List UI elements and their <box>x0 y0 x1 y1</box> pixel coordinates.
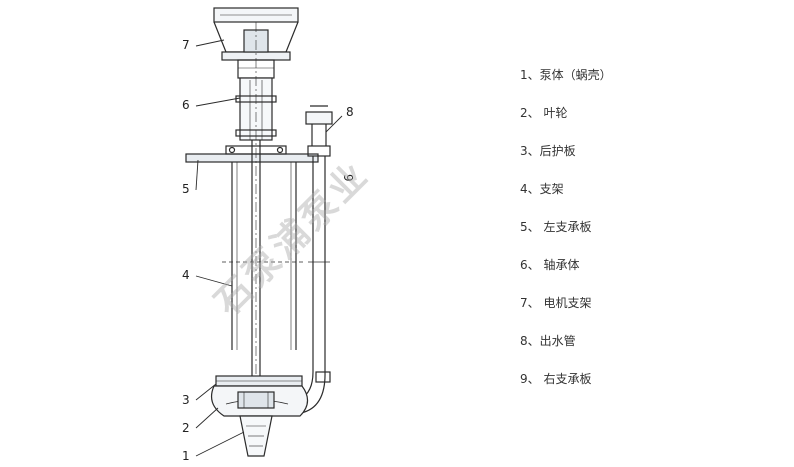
legend-text: 叶轮 <box>539 106 568 120</box>
legend-item: 9、 右支承板 <box>520 368 780 406</box>
callout-2: 2 <box>182 421 190 435</box>
legend-item: 4、支架 <box>520 178 780 216</box>
legend-text: 左支承板 <box>539 220 592 234</box>
callout-5: 5 <box>182 182 190 196</box>
legend-num: 3、 <box>520 144 540 158</box>
callout-3: 3 <box>182 393 190 407</box>
legend-num: 7、 <box>520 296 540 310</box>
legend-num: 2、 <box>520 106 540 120</box>
legend-text: 出水管 <box>539 334 576 348</box>
legend-item: 3、后护板 <box>520 140 780 178</box>
parts-legend: 1、泵体（蜗壳） 2、 叶轮 3、后护板 4、支架 5、 左支承板 6、 轴承体… <box>520 64 780 406</box>
legend-num: 5、 <box>520 220 540 234</box>
legend-item: 5、 左支承板 <box>520 216 780 254</box>
motor-support <box>213 7 299 79</box>
legend-text: 电机支架 <box>539 296 592 310</box>
legend-item: 2、 叶轮 <box>520 102 780 140</box>
legend-num: 1、 <box>520 68 540 82</box>
back-liner-plate <box>215 375 303 387</box>
legend-num: 9、 <box>520 372 540 386</box>
legend-item: 8、出水管 <box>520 330 780 368</box>
legend-text: 轴承体 <box>539 258 580 272</box>
legend-item: 6、 轴承体 <box>520 254 780 292</box>
callout-4: 4 <box>182 268 190 282</box>
legend-text: 后护板 <box>539 144 576 158</box>
suction-strainer <box>239 415 273 457</box>
legend-text: 泵体（蜗壳） <box>539 68 612 82</box>
callout-9: 9 <box>341 174 355 182</box>
callout-7: 7 <box>182 38 190 52</box>
pump-cross-section-diagram: 7 6 5 4 3 2 1 8 9 <box>182 7 355 463</box>
legend-num: 8、 <box>520 334 540 348</box>
support-column <box>222 162 306 350</box>
legend-num: 4、 <box>520 182 540 196</box>
pump-shaft <box>251 22 261 420</box>
discharge-pipe <box>291 105 333 415</box>
legend-text: 右支承板 <box>539 372 592 386</box>
callout-1: 1 <box>182 449 190 463</box>
legend-text: 支架 <box>539 182 564 196</box>
legend-item: 1、泵体（蜗壳） <box>520 64 780 102</box>
leader-lines <box>195 39 343 457</box>
legend-item: 7、 电机支架 <box>520 292 780 330</box>
legend-num: 6、 <box>520 258 540 272</box>
callout-6: 6 <box>182 98 190 112</box>
callout-8: 8 <box>346 105 354 119</box>
impeller <box>237 391 275 409</box>
